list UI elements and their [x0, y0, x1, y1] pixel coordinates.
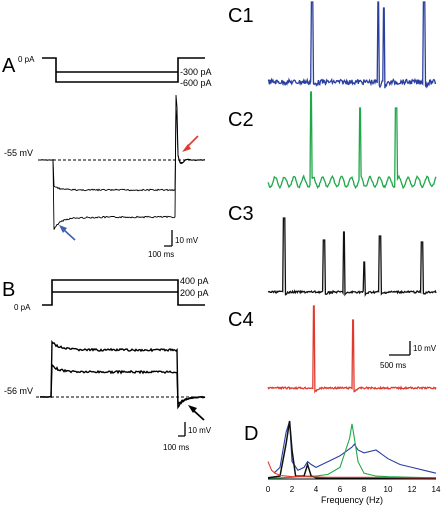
spectrum-line-4: [267, 461, 436, 479]
panel-c3-label: C3: [228, 203, 254, 225]
panel-c1-label: C1: [228, 5, 254, 27]
tick-label: 8: [362, 485, 367, 494]
panel-a-zero-label: 0 pA: [18, 55, 35, 64]
panel-c2-trace: [267, 91, 437, 190]
tick-label: 14: [432, 485, 441, 494]
tick-label: 2: [290, 485, 295, 494]
panel-d-letter: D: [244, 423, 258, 445]
panel-c-scale-t: 500 ms: [380, 361, 406, 370]
panel-a-step-600: [42, 57, 205, 83]
panel-b-scale-bar: [178, 422, 186, 437]
tick-label: 4: [314, 485, 319, 494]
spectrum-line-2: [268, 423, 437, 479]
panel-b-step-label-2: 200 pA: [180, 288, 209, 298]
panel-c1-trace: [267, 1, 437, 89]
panel-a-trace-300: [40, 109, 205, 192]
panel-d-xlabel: Frequency (Hz): [321, 495, 383, 505]
tick-label: 12: [408, 485, 417, 494]
panel-d-ticks: 0 2 4 6 8 10 12 14: [266, 485, 441, 494]
tick-label: 10: [384, 485, 393, 494]
panel-b-step-400: [42, 279, 205, 306]
panel-a-letter: A: [2, 55, 16, 77]
panel-c3-trace: [267, 217, 437, 298]
panel-a-scale-bar: [164, 230, 173, 247]
panel-c-scale-v: 10 mV: [413, 344, 437, 353]
panel-c4-label: C4: [228, 309, 254, 331]
blue-arrow-icon: [59, 225, 76, 241]
panel-c2-label: C2: [228, 109, 254, 131]
panel-a-step-label-2: -600 pA: [180, 78, 212, 88]
panel-a-trace-600: [40, 94, 206, 230]
spectrum-plot: [267, 420, 437, 480]
panel-d: D 0 2 4 6 8 10 12 14 Frequency (Hz): [244, 420, 441, 505]
tick-label: 6: [338, 485, 343, 494]
panel-b-scale-t: 100 ms: [163, 443, 189, 452]
spectrum-line-3: [267, 420, 437, 480]
panel-a-scale-v: 10 mV: [175, 236, 199, 245]
panel-c-scale-bar: [389, 341, 411, 356]
panel-b: B 0 pA 400 pA 200 pA -56 mV 10 mV 100 ms: [2, 276, 212, 452]
panel-b-letter: B: [2, 279, 15, 301]
panel-a-vm-label: -55 mV: [4, 148, 33, 158]
panel-b-trace-200: [39, 363, 206, 407]
panel-b-vm-label: -56 mV: [4, 386, 33, 396]
panel-a-scale-t: 100 ms: [148, 250, 174, 259]
panel-b-scale-v: 10 mV: [188, 426, 212, 435]
spectrum-line-1: [273, 420, 437, 474]
tick-label: 0: [266, 485, 271, 494]
panel-c: C1 C2 C3 C4 10 mV 500 ms: [228, 1, 437, 394]
panel-b-step-label-1: 400 pA: [180, 276, 209, 286]
panel-a: A 0 pA -300 pA -600 pA -55 mV 10 mV 100 …: [2, 55, 212, 259]
panel-a-step-label-1: -300 pA: [180, 67, 212, 77]
red-arrow-icon: [182, 135, 199, 152]
panel-b-zero-label: 0 pA: [14, 303, 31, 312]
black-arrow-icon: [188, 405, 205, 421]
panel-c4-trace: [267, 305, 437, 394]
